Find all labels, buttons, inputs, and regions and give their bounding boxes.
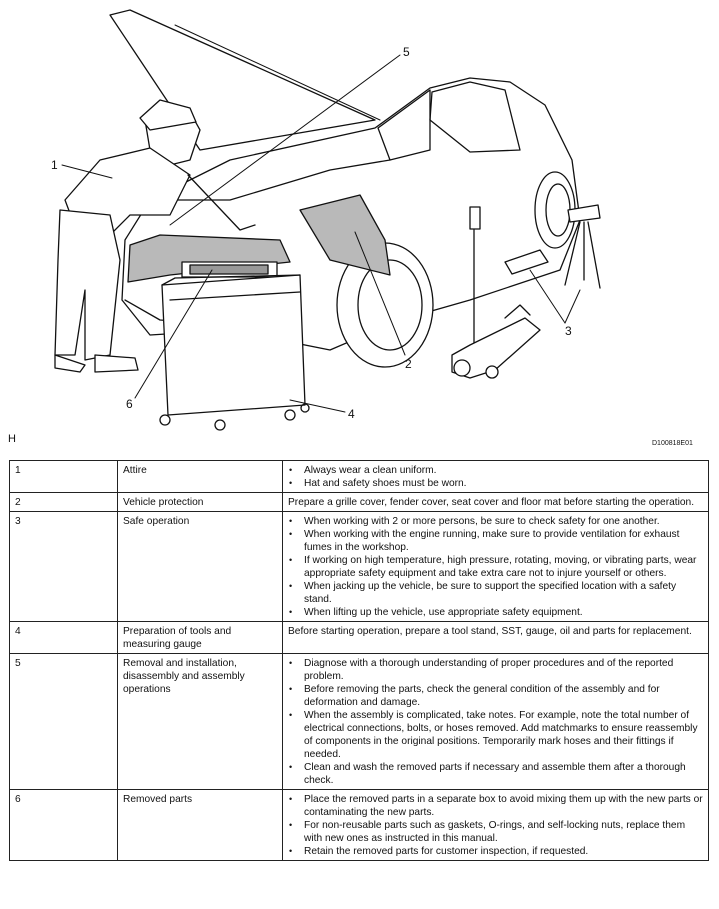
row-detail: Always wear a clean uniform. Hat and saf… <box>283 461 709 493</box>
bullet-item: Always wear a clean uniform. <box>288 464 703 477</box>
bullet-list: Diagnose with a thorough understanding o… <box>288 657 703 787</box>
row-number: 1 <box>10 461 118 493</box>
table-row: 3 Safe operation When working with 2 or … <box>10 512 709 622</box>
table-row: 1 Attire Always wear a clean uniform. Ha… <box>10 461 709 493</box>
callout-3: 3 <box>565 324 572 338</box>
callout-4: 4 <box>348 407 355 421</box>
figure-code: D100818E01 <box>652 440 693 447</box>
row-topic: Vehicle protection <box>118 493 283 512</box>
table-row: 5 Removal and installation, disassembly … <box>10 654 709 790</box>
bullet-item: Retain the removed parts for customer in… <box>288 845 703 858</box>
tool-stand-drawing <box>160 262 309 430</box>
row-detail: When working with 2 or more persons, be … <box>283 512 709 622</box>
row-detail: Place the removed parts in a separate bo… <box>283 790 709 861</box>
workshop-illustration <box>0 0 719 440</box>
bullet-item: Diagnose with a thorough understanding o… <box>288 657 703 683</box>
row-topic: Removal and installation, disassembly an… <box>118 654 283 790</box>
bullet-item: Before removing the parts, check the gen… <box>288 683 703 709</box>
row-detail: Before starting operation, prepare a too… <box>283 622 709 654</box>
row-number: 6 <box>10 790 118 861</box>
row-number: 3 <box>10 512 118 622</box>
row-detail: Prepare a grille cover, fender cover, se… <box>283 493 709 512</box>
table-row: 4 Preparation of tools and measuring gau… <box>10 622 709 654</box>
procedure-table: 1 Attire Always wear a clean uniform. Ha… <box>9 460 709 861</box>
table-row: 2 Vehicle protection Prepare a grille co… <box>10 493 709 512</box>
row-detail: Diagnose with a thorough understanding o… <box>283 654 709 790</box>
bullet-item: Hat and safety shoes must be worn. <box>288 477 703 490</box>
table-row: 6 Removed parts Place the removed parts … <box>10 790 709 861</box>
bullet-list: Place the removed parts in a separate bo… <box>288 793 703 858</box>
callout-1: 1 <box>51 158 58 172</box>
bullet-list: When working with 2 or more persons, be … <box>288 515 703 619</box>
bullet-item: When working with 2 or more persons, be … <box>288 515 703 528</box>
row-number: 4 <box>10 622 118 654</box>
callout-5: 5 <box>403 45 410 59</box>
bullet-item: When the assembly is complicated, take n… <box>288 709 703 761</box>
bullet-item: For non-reusable parts such as gaskets, … <box>288 819 703 845</box>
bullet-item: When jacking up the vehicle, be sure to … <box>288 580 703 606</box>
row-topic: Removed parts <box>118 790 283 861</box>
row-topic: Safe operation <box>118 512 283 622</box>
corner-label: H <box>8 433 16 445</box>
bullet-item: If working on high temperature, high pre… <box>288 554 703 580</box>
bullet-item: When lifting up the vehicle, use appropr… <box>288 606 703 619</box>
bullet-list: Always wear a clean uniform. Hat and saf… <box>288 464 703 490</box>
row-number: 5 <box>10 654 118 790</box>
row-topic: Attire <box>118 461 283 493</box>
callout-2: 2 <box>405 357 412 371</box>
bullet-item: Clean and wash the removed parts if nece… <box>288 761 703 787</box>
bullet-item: Place the removed parts in a separate bo… <box>288 793 703 819</box>
callout-6: 6 <box>126 397 133 411</box>
bullet-item: When working with the engine running, ma… <box>288 528 703 554</box>
row-number: 2 <box>10 493 118 512</box>
row-topic: Preparation of tools and measuring gauge <box>118 622 283 654</box>
